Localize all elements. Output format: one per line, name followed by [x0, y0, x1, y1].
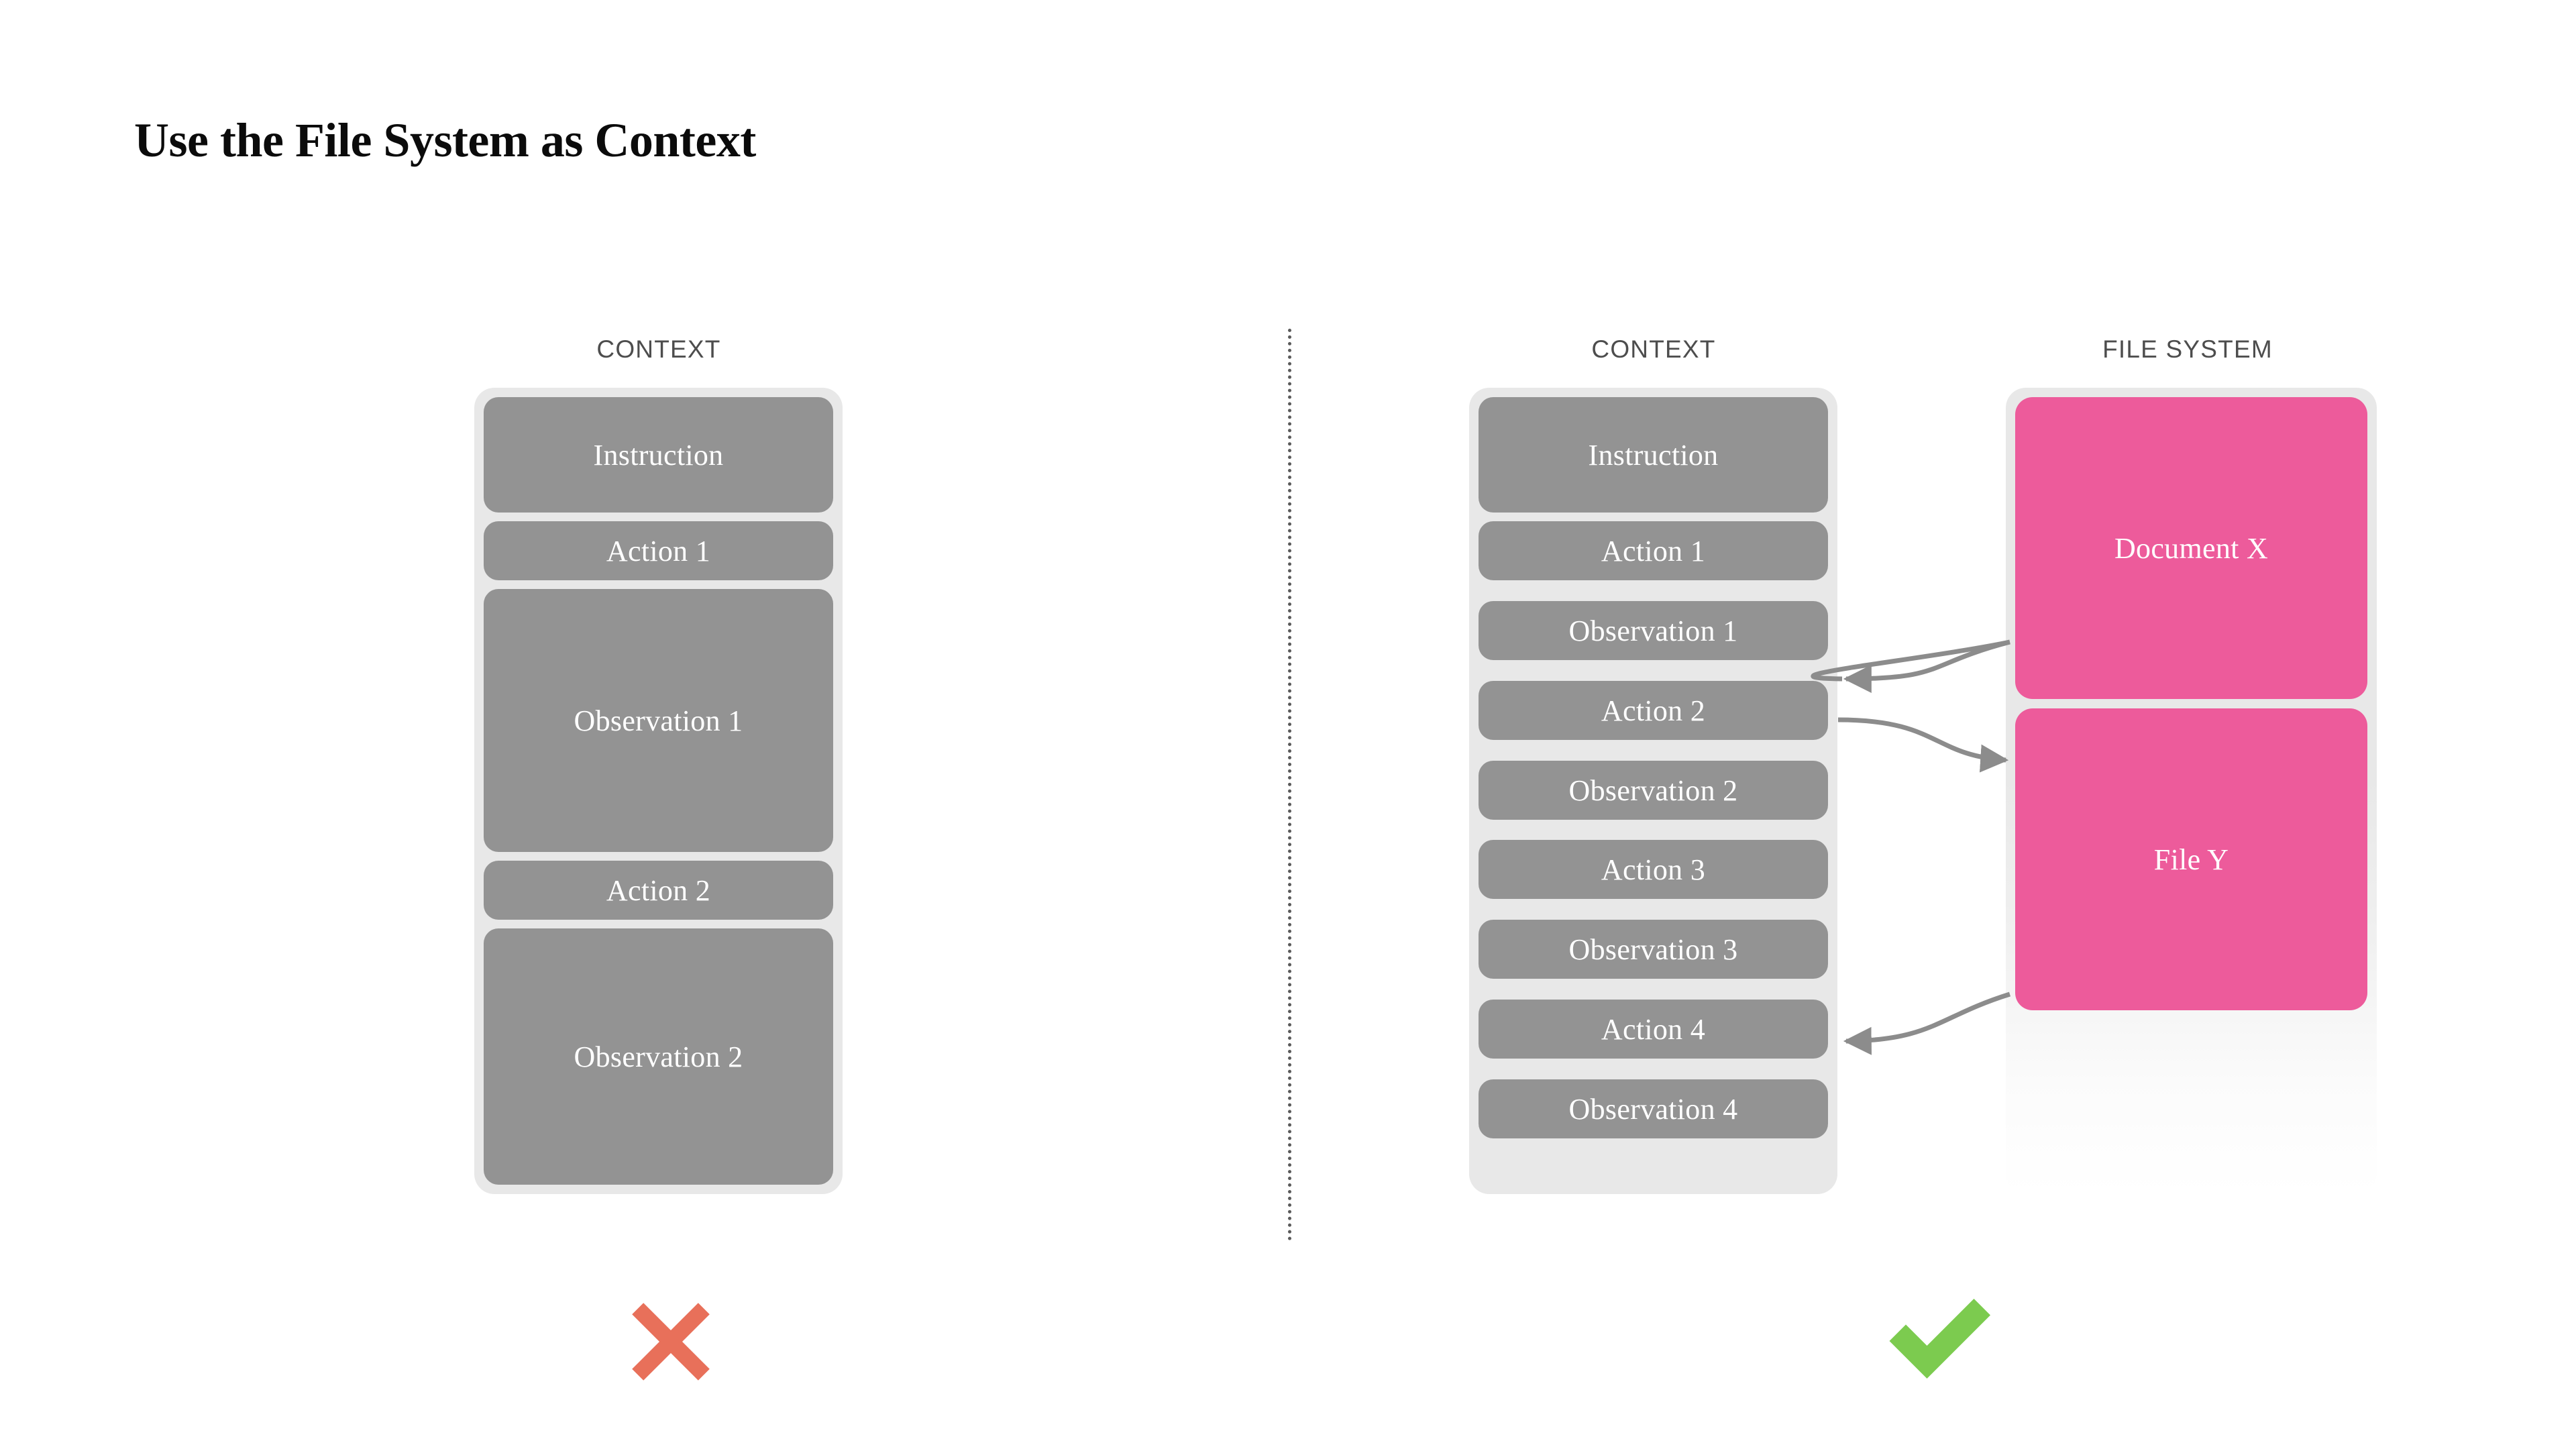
vertical-divider — [1288, 329, 1291, 1241]
right-block-action-3[interactable]: Action 3 — [1479, 840, 1828, 899]
left-block-observation-1[interactable]: Observation 1 — [484, 589, 833, 852]
check-icon — [1889, 1299, 1990, 1379]
right-context-container: Instruction Action 1 Observation 1 Actio… — [1469, 388, 1837, 1194]
arrow-file-y-to-action-4 — [1843, 991, 2011, 1055]
right-block-observation-2[interactable]: Observation 2 — [1479, 761, 1828, 820]
cross-icon — [632, 1303, 710, 1381]
right-block-observation-3[interactable]: Observation 3 — [1479, 920, 1828, 979]
file-system-container: Document X File Y — [2006, 388, 2377, 1194]
left-block-instruction[interactable]: Instruction — [484, 397, 833, 513]
right-block-action-1[interactable]: Action 1 — [1479, 521, 1828, 580]
right-block-action-4[interactable]: Action 4 — [1479, 1000, 1828, 1059]
right-block-instruction[interactable]: Instruction — [1479, 397, 1828, 513]
arrow-action-2-to-file-y — [1837, 717, 2009, 773]
arrow-document-x-to-observation-1 — [1811, 639, 2010, 682]
left-block-observation-2[interactable]: Observation 2 — [484, 928, 833, 1185]
right-context-header: CONTEXT — [1591, 335, 1716, 363]
right-block-action-2[interactable]: Action 2 — [1479, 681, 1828, 740]
left-block-action-1[interactable]: Action 1 — [484, 521, 833, 580]
left-context-header: CONTEXT — [596, 335, 721, 363]
arrow-document-x-to-observation-1-line — [1843, 639, 2010, 693]
file-block-document-x[interactable]: Document X — [2015, 397, 2367, 699]
page-title: Use the File System as Context — [134, 113, 756, 167]
left-context-container: Instruction Action 1 Observation 1 Actio… — [474, 388, 843, 1194]
left-block-action-2[interactable]: Action 2 — [484, 861, 833, 920]
right-block-observation-4[interactable]: Observation 4 — [1479, 1079, 1828, 1138]
file-system-header: FILE SYSTEM — [2102, 335, 2273, 363]
file-block-file-y[interactable]: File Y — [2015, 708, 2367, 1010]
right-block-observation-1[interactable]: Observation 1 — [1479, 601, 1828, 660]
